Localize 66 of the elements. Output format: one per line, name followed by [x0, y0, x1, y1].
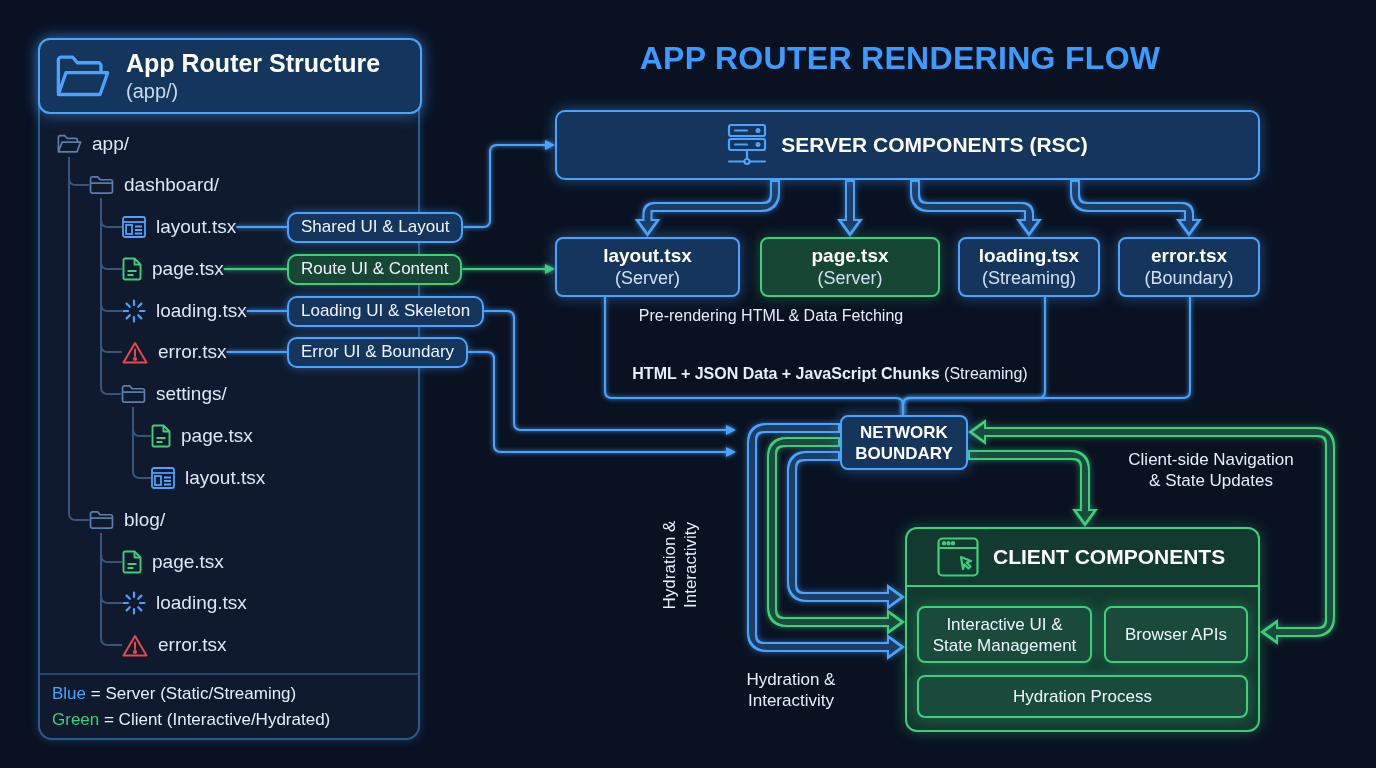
- file-role: (Server): [615, 267, 680, 290]
- file-box: [958, 237, 1100, 297]
- legend-item: Green = Client (Interactive/Hydrated): [52, 709, 331, 730]
- flow-arrow: [767, 437, 905, 635]
- client-components-box: [905, 527, 1260, 732]
- edge-label: Client-side Navigation & State Updates: [1127, 449, 1295, 491]
- network-boundary-box: NETWORK BOUNDARY: [840, 415, 968, 470]
- tree-line: [68, 156, 90, 521]
- file-name: layout.tsx: [603, 244, 692, 267]
- legend-item: Blue = Server (Static/Streaming): [52, 683, 297, 704]
- file-name: loading.tsx: [156, 592, 247, 614]
- panel-subtitle: (app/): [126, 80, 179, 103]
- note-text: Pre-rendering HTML & Data Fetching: [638, 307, 904, 325]
- file-name: page.tsx: [152, 551, 224, 573]
- file-name: page.tsx: [181, 425, 253, 447]
- description-tag: Error UI & Boundary: [287, 336, 469, 368]
- folder-name: settings/: [156, 383, 227, 405]
- connector-line: [235, 226, 288, 228]
- description-tag: Route UI & Content: [287, 253, 463, 285]
- arrow: [461, 264, 555, 274]
- double-arrow: [968, 419, 1335, 645]
- tree-line: [100, 532, 123, 646]
- flow-arrow: [634, 180, 780, 237]
- feature-box: Hydration Process: [917, 675, 1248, 718]
- file-name: error.tsx: [158, 634, 227, 656]
- file-name: error.tsx: [1150, 244, 1227, 267]
- file-name: layout.tsx: [156, 216, 237, 238]
- box-title: SERVER COMPONENTS (RSC): [781, 133, 1088, 157]
- panel-title: App Router Structure: [126, 49, 381, 78]
- file-role: (Streaming): [982, 267, 1076, 290]
- folder-name: app/: [92, 133, 129, 155]
- flow-arrow: [910, 180, 1042, 237]
- arrow: [467, 351, 736, 457]
- file-name: page.tsx: [152, 258, 224, 280]
- feature-box: Browser APIs: [1104, 606, 1248, 663]
- connector-line: [225, 351, 288, 353]
- file-name: loading.tsx: [978, 244, 1080, 267]
- file-role: (Server): [817, 267, 883, 290]
- edge-label: Hydration & Interactivity: [745, 669, 837, 711]
- connector-line: [222, 268, 288, 270]
- description-tag: Loading UI & Skeleton: [287, 295, 485, 327]
- arrow: [462, 140, 555, 228]
- folder-name: blog/: [124, 509, 166, 531]
- file-name: layout.tsx: [185, 467, 266, 489]
- edge-label: HTML + JSON Data + JavaScript Chunks (Streaming): [632, 363, 1028, 384]
- file-box: [760, 237, 940, 297]
- diagram-title: APP ROUTER RENDERING FLOW: [639, 40, 1161, 77]
- tree-line: [100, 197, 122, 395]
- file-name: page.tsx: [811, 244, 889, 267]
- arrow: [483, 310, 736, 435]
- feature-box: Interactive UI & State Management: [917, 606, 1092, 663]
- folder-name: dashboard/: [124, 174, 220, 196]
- edge-label: Hydration & Interactivity: [659, 519, 701, 612]
- connector-line: [245, 310, 288, 312]
- file-box: [555, 237, 740, 297]
- flow-arrow: [1070, 180, 1202, 237]
- description-tag: Shared UI & Layout: [287, 211, 464, 243]
- flow-arrow: [968, 450, 1098, 527]
- file-role: (Boundary): [1144, 267, 1234, 290]
- flow-arrow: [787, 451, 905, 610]
- flow-arrow: [747, 423, 905, 660]
- file-box: [1118, 237, 1260, 297]
- file-name: loading.tsx: [156, 300, 247, 322]
- server-components-box: [555, 110, 1260, 180]
- box-title: CLIENT COMPONENTS: [993, 544, 1226, 570]
- file-name: error.tsx: [158, 341, 227, 363]
